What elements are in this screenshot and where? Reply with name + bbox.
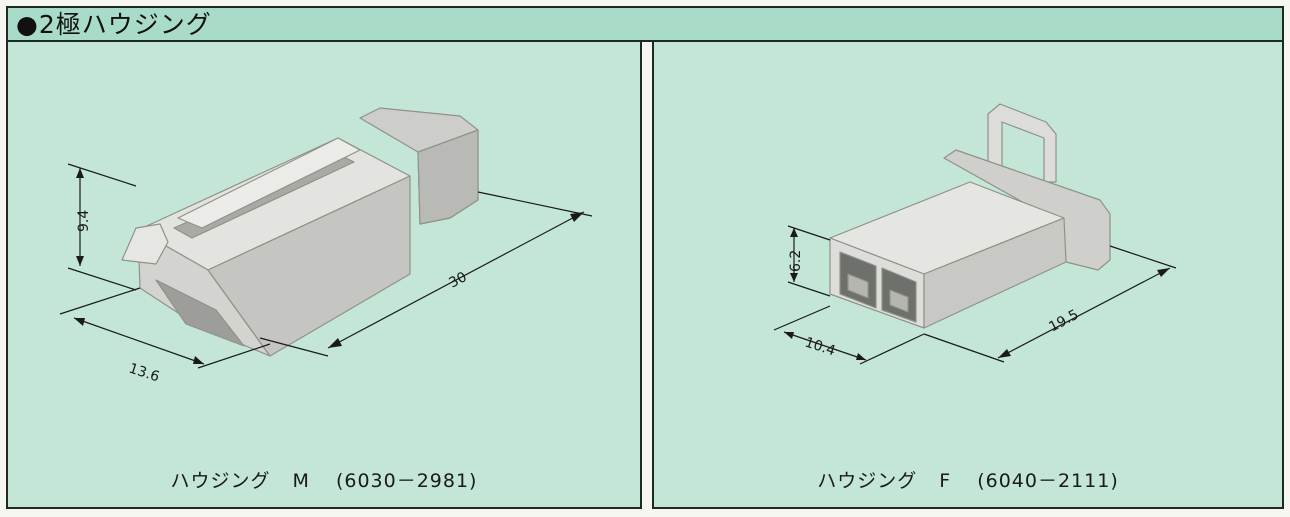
housing-m-connector-image [121, 107, 479, 357]
section-title: ●2極ハウジング [16, 10, 212, 39]
panel-housing-f: 6.2 10.4 19.5 ハウジング F (6040－2111) [652, 40, 1284, 509]
width-dimension-label: 13.6 [127, 361, 162, 386]
housing-m-dimension-lines [59, 163, 593, 369]
housing-f-dimension-lines [773, 225, 1177, 365]
housing-m-name: ハウジング [170, 470, 271, 492]
length-dimension-label: 19.5 [1046, 307, 1081, 336]
height-dimension-label: 9.4 [76, 210, 92, 232]
housing-f-drawing: 6.2 10.4 19.5 [773, 103, 1177, 365]
panel-housing-m: 9.4 13.6 30 ハウジング M (6030－2981) [6, 40, 642, 509]
housing-m-part-number: (6030－2981) [335, 470, 478, 492]
housing-f-model: F [939, 470, 952, 492]
section-header: ●2極ハウジング [6, 6, 1284, 42]
housing-f-caption: ハウジング F (6040－2111) [654, 466, 1282, 493]
height-dimension-label: 6.2 [788, 250, 804, 272]
length-dimension-label: 30 [446, 269, 469, 291]
housing-m-model: M [292, 470, 310, 492]
housing-m-caption: ハウジング M (6030－2981) [8, 466, 640, 493]
housing-f-arrowheads [784, 228, 1170, 360]
housing-m-drawing: 9.4 13.6 30 [59, 107, 593, 386]
width-dimension-label: 10.4 [803, 335, 838, 360]
housing-f-name: ハウジング [817, 470, 918, 492]
housing-f-connector-image [829, 103, 1111, 329]
housing-m-arrowheads [74, 168, 584, 364]
housing-f-part-number: (6040－2111) [977, 470, 1119, 492]
